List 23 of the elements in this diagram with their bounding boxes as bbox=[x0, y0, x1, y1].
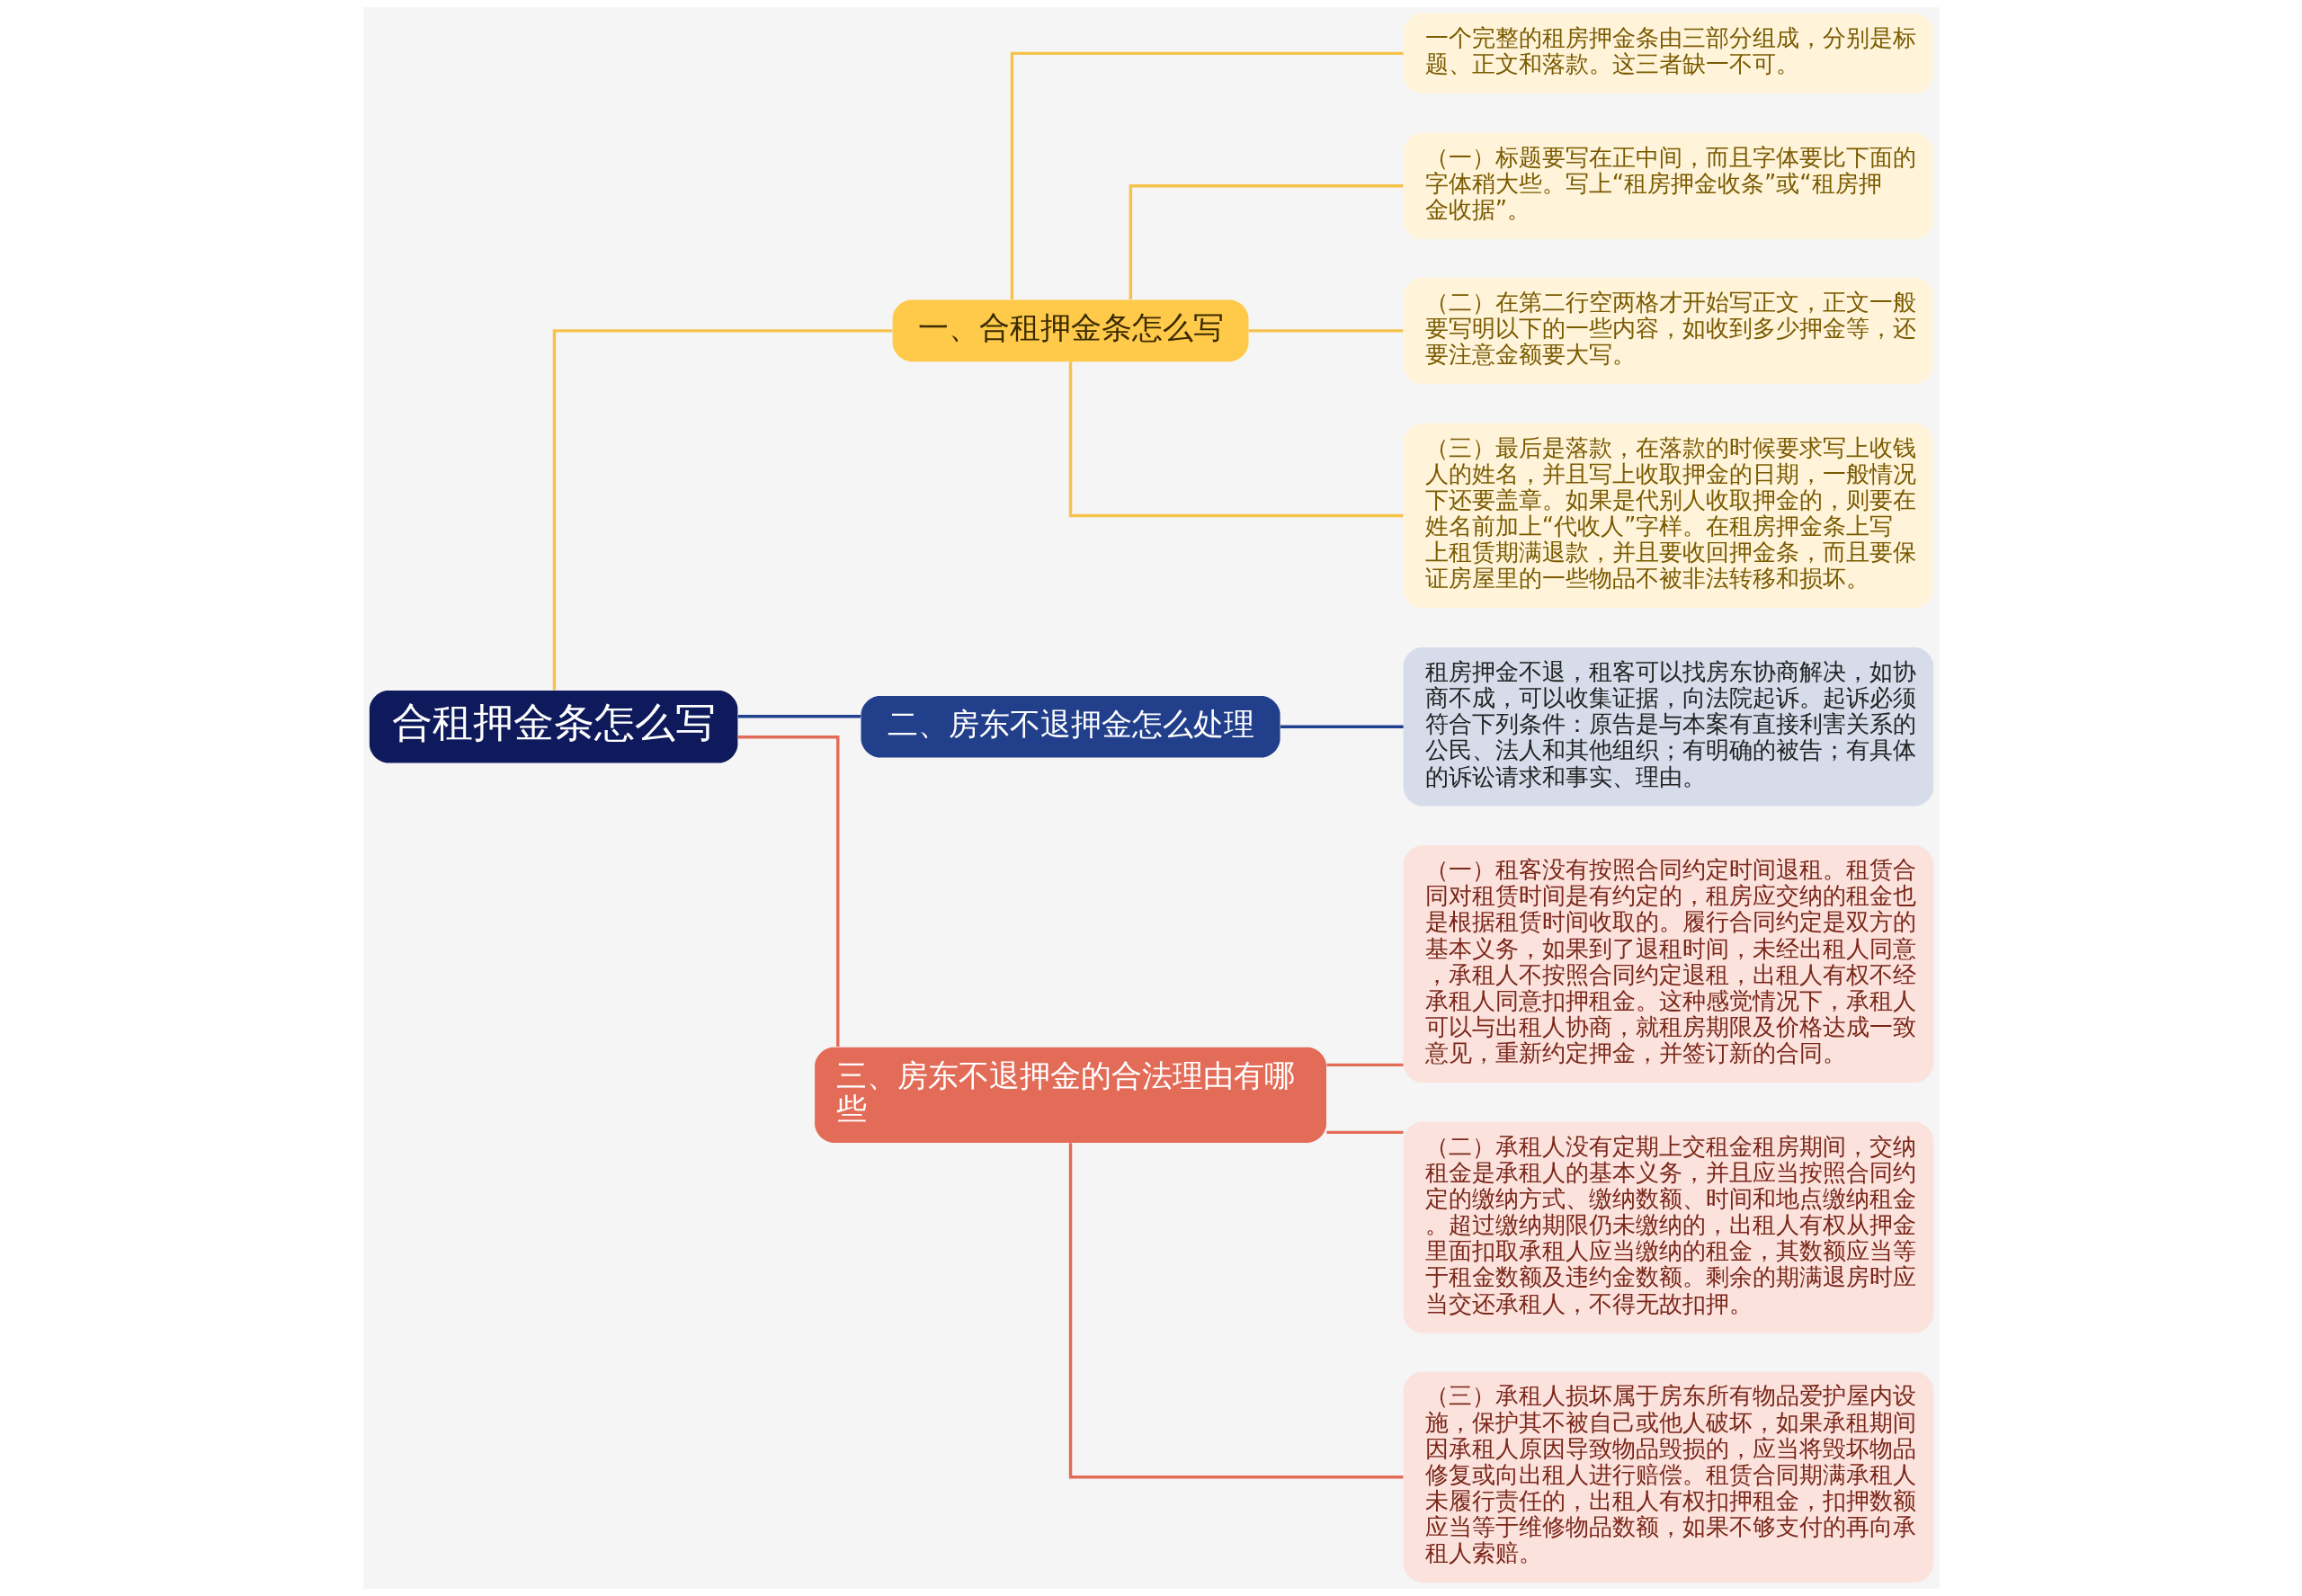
node-box: 一个完整的租房押金条由三部分组成，分别是标题、正文和落款。这三者缺一不可。 bbox=[1403, 13, 1933, 94]
node-box: （三）最后是落款，在落款的时候要求写上收钱人的姓名，并且写上收取押金的日期，一般情况下还要盖章。如果是代别人收取押金的，则要在姓名前加上“代收人”字样。在租房押金条上写上租赁期满退款，并且要收回押金条，而且要保证房屋里的一些物品不被非法转移和损坏。 bbox=[1403, 423, 1933, 609]
node-box: 租房押金不退，租客可以找房东协商解决，如协商不成，可以收集证据，向法院起诉。起诉必须符合下列条件：原告是与本案有直接利害关系的公民、法人和其他组织；有明确的被告；有具体的诉讼请求和事实、理由。 bbox=[1403, 647, 1933, 807]
connector bbox=[1010, 51, 1404, 300]
node-box: 三、房东不退押金的合法理由有哪些 bbox=[814, 1047, 1326, 1143]
connector bbox=[1325, 1130, 1404, 1135]
connector bbox=[1068, 1143, 1403, 1479]
connector bbox=[737, 715, 861, 718]
connector bbox=[737, 735, 839, 1048]
node-box: （一）标题要写在正中间，而且字体要比下面的字体稍大些。写上“租房押金收条”或“租房押金收据”。 bbox=[1403, 132, 1933, 239]
connector bbox=[1280, 725, 1404, 728]
node-box: 一、合租押金条怎么写 bbox=[892, 299, 1248, 362]
node-box: 二、房东不退押金怎么处理 bbox=[861, 695, 1280, 758]
node-box: （三）承租人损坏属于房东所有物品爱护屋内设施，保护其不被自己或他人破坏，如果承租期间因承租人原因导致物品毁损的，应当将毁坏物品修复或向出租人进行赔偿。租赁合同期满承租人未履行责任的，出租人有权扣押租金，扣押数额应当等于维修物品数额，如果不够支付的再向承租人索赔。 bbox=[1403, 1371, 1933, 1583]
connector bbox=[1068, 361, 1403, 518]
node-box: （一）租客没有按照合同约定时间退租。租赁合同对租赁时间是有约定的，租房应交纳的租金也是根据租赁时间收取的。履行合同约定是双方的基本义务，如果到了退租时间，未经出租人同意，承租人不按照合同约定退租，出租人有权不经承租人同意扣押租金。这种感觉情况下，承租人可以与出租人协商，就租房期限及价格达成一致意见，重新约定押金，并签订新的合同。 bbox=[1403, 845, 1933, 1083]
node-box: （二）在第二行空两格才开始写正文，正文一般要写明以下的一些内容，如收到多少押金等，还要注意金额要大写。 bbox=[1403, 277, 1933, 384]
node-box: 合租押金条怎么写 bbox=[369, 691, 737, 763]
node-box: （二）承租人没有定期上交租金租房期间，交纳租金是承租人的基本义务，并且应当按照合同约定的缴纳方式、缴纳数额、时间和地点缴纳租金。超过缴纳期限仍未缴纳的，出租人有权从押金里面扣取承租人应当缴纳的租金，其数额应当等于租金数额及违约金数额。剩余的期满退房时应当交还承租人，不得无故扣押。 bbox=[1403, 1121, 1933, 1333]
connector bbox=[1248, 329, 1403, 333]
connector bbox=[1129, 184, 1403, 299]
connector bbox=[552, 329, 892, 691]
connector bbox=[1325, 1063, 1404, 1067]
